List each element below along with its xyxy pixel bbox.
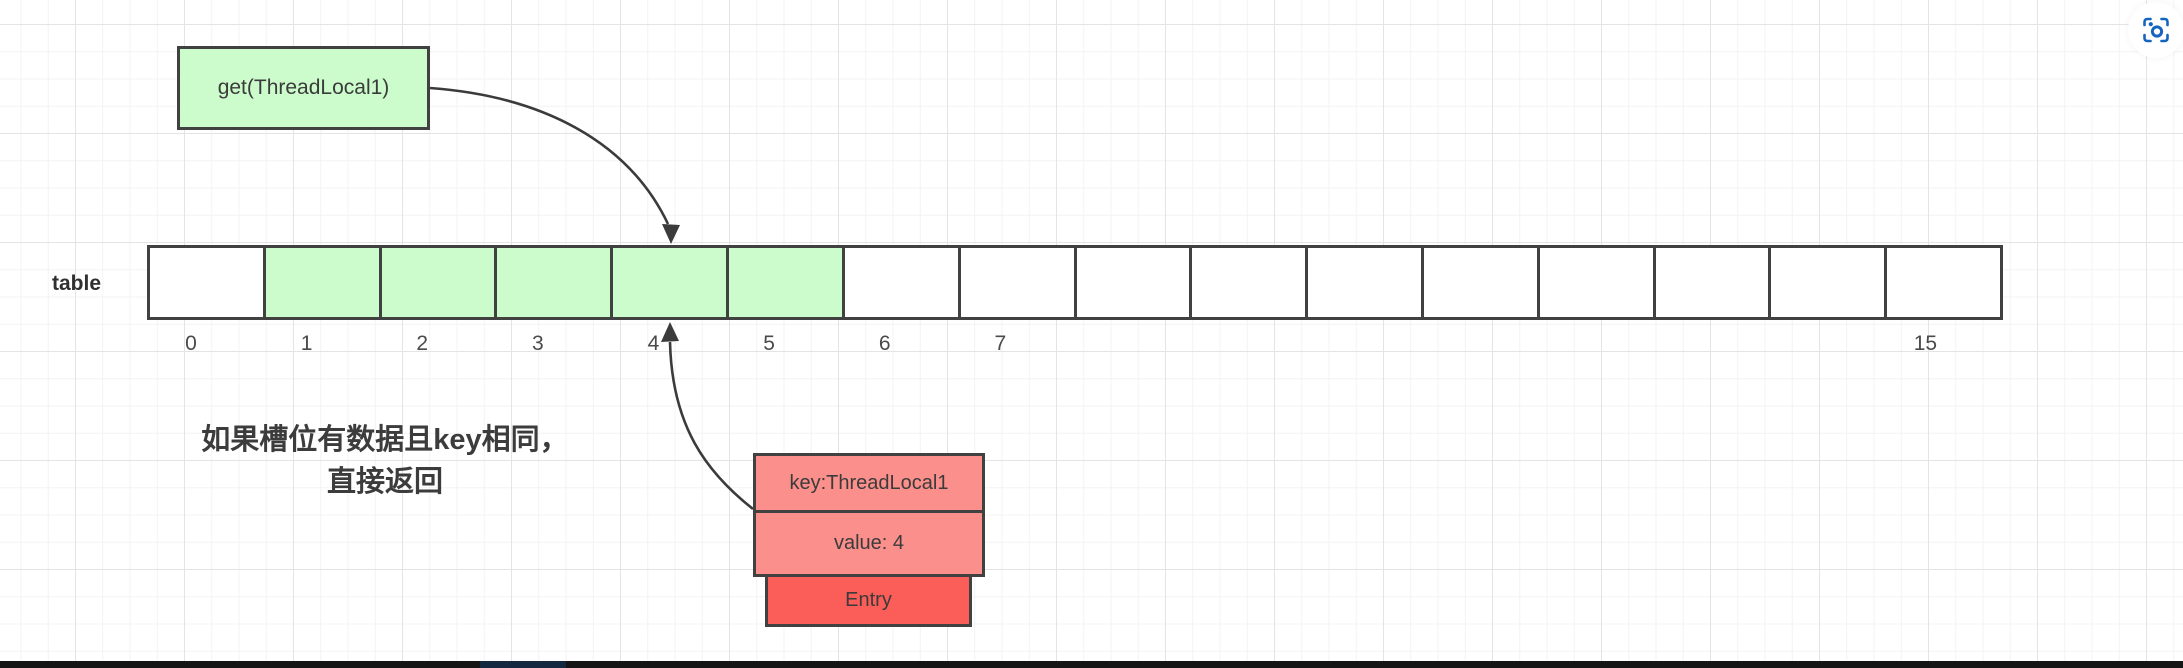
arrowhead-down-icon	[662, 224, 680, 244]
table-cell-0[interactable]	[150, 248, 266, 317]
arrowhead-up-icon	[661, 322, 679, 342]
index-label-15: 15	[1913, 332, 1938, 355]
index-label-5: 5	[763, 332, 775, 355]
annotation-line-1: 如果槽位有数据且key相同，	[201, 424, 569, 456]
annotation-line-2: 直接返回	[326, 466, 443, 498]
table-cell-2[interactable]	[381, 248, 498, 317]
index-label-0: 0	[185, 332, 197, 355]
entry-footer-label: Entry	[845, 589, 892, 611]
bottom-window-edge	[0, 661, 2183, 668]
hash-table	[147, 245, 2003, 320]
table-cell-7[interactable]	[960, 248, 1077, 317]
index-label-4: 4	[647, 332, 660, 355]
table-cell-9[interactable]	[1192, 248, 1309, 317]
get-threadlocal-label: get(ThreadLocal1)	[217, 76, 390, 99]
index-label-6: 6	[878, 332, 891, 355]
index-label-1: 1	[300, 332, 313, 355]
entry-value-label: value: 4	[833, 532, 905, 554]
table-cell-6[interactable]	[844, 248, 961, 317]
table-cell-14[interactable]	[1771, 248, 1888, 317]
bottom-edge-accent-segment	[480, 661, 566, 668]
annotation-note: 如果槽位有数据且key相同， 直接返回	[125, 419, 645, 503]
table-cell-1[interactable]	[265, 248, 382, 317]
entry-value-node[interactable]: value: 4	[753, 510, 985, 577]
index-label-3: 3	[532, 332, 544, 355]
screenshot-capture-icon[interactable]	[2141, 15, 2171, 45]
table-cell-5[interactable]	[729, 248, 845, 317]
table-cell-10[interactable]	[1308, 248, 1424, 317]
get-threadlocal-node[interactable]: get(ThreadLocal1)	[177, 46, 430, 130]
entry-key-node[interactable]: key:ThreadLocal1	[753, 453, 985, 513]
entry-key-label: key:ThreadLocal1	[789, 471, 949, 494]
index-label-7: 7	[994, 332, 1007, 355]
table-cell-11[interactable]	[1423, 248, 1540, 317]
table-cell-4[interactable]	[613, 248, 730, 317]
arrow-entry-to-slot4[interactable]	[668, 341, 754, 511]
entry-footer-node[interactable]: Entry	[765, 574, 972, 627]
index-labels: 0 1 2 3 4 5 6 7 15	[147, 332, 2003, 362]
table-cell-12[interactable]	[1539, 248, 1656, 317]
table-cell-13[interactable]	[1655, 248, 1772, 317]
table-cell-15[interactable]	[1887, 248, 2000, 317]
capture-icon-backdrop	[2128, 2, 2183, 58]
table-cell-3[interactable]	[497, 248, 614, 317]
table-cell-8[interactable]	[1076, 248, 1193, 317]
table-label: table	[52, 272, 102, 295]
index-label-2: 2	[416, 332, 429, 355]
arrow-get-to-slot4[interactable]	[429, 86, 670, 225]
